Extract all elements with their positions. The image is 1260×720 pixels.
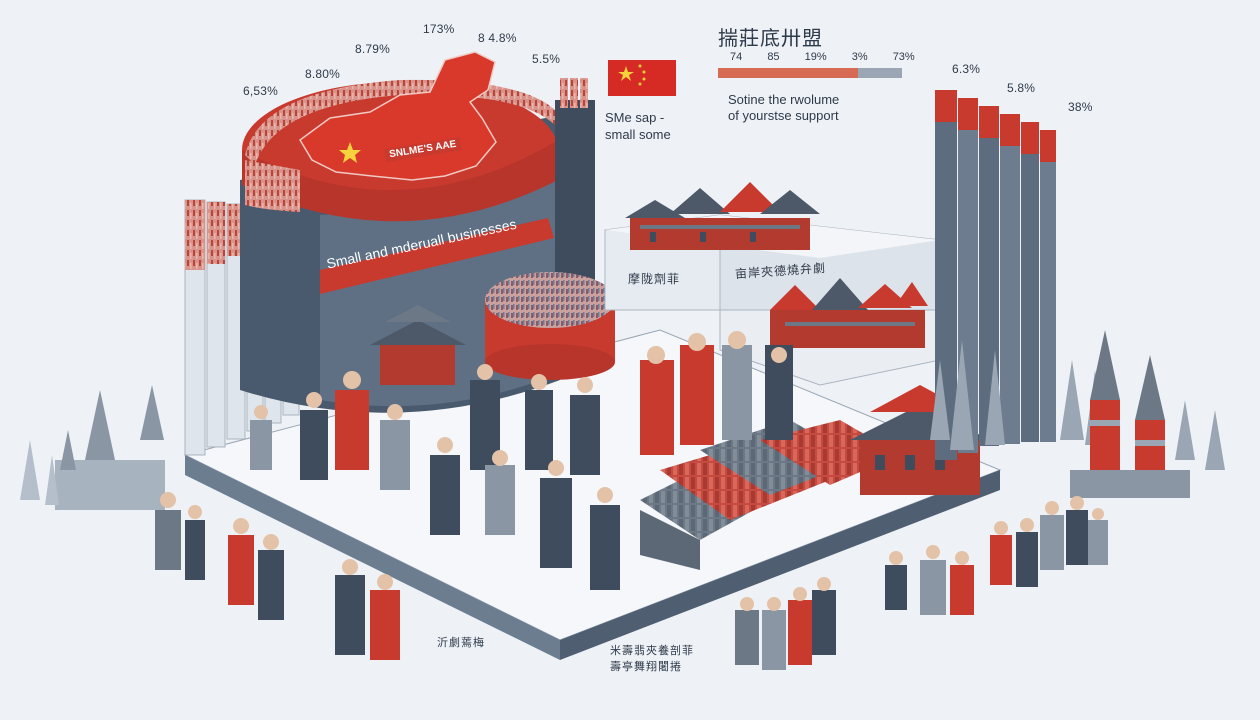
top-progress-bar: [718, 68, 902, 78]
crowd-cylinder: [485, 272, 615, 380]
bottom-label-2-line-1: 米壽翡夾養剖菲: [610, 645, 694, 657]
pavilion-left: [370, 305, 466, 385]
box-label-1: 摩陇劑菲: [628, 272, 681, 286]
top-scale-tick: 74: [730, 51, 743, 63]
right-bar-columns: [935, 90, 1056, 460]
map-percent-label-2: 8.80%: [305, 67, 341, 81]
top-caption-line-2: of yourstse support: [728, 108, 839, 123]
pagoda-cluster-right: [770, 278, 928, 348]
map-percent-label-4: 173%: [423, 22, 455, 36]
right-percent-label-2: 5.8%: [1007, 81, 1036, 95]
top-scale-tick: 85: [767, 51, 780, 63]
star-icon: [339, 142, 361, 163]
people-group-bottom-left: [155, 492, 400, 660]
sme-note-line-1: SMe sap -: [605, 110, 665, 125]
map-percent-label-1: 6,53%: [243, 84, 279, 98]
map-percent-label-3: 8.79%: [355, 42, 391, 56]
right-percent-label-1: 6.3%: [952, 62, 981, 76]
china-flag-icon: [608, 60, 676, 96]
pagoda-cluster-top: [625, 182, 820, 250]
people-group-center: [250, 331, 793, 590]
church-left: [20, 385, 165, 510]
cylinder-banner-shape: [320, 218, 554, 294]
top-scale: 74 85 19% 3% 73%: [730, 51, 915, 63]
bottom-label-2-line-2: 壽亭舞翔闍捲: [610, 661, 682, 673]
kremlin-towers: [1070, 330, 1190, 498]
right-percent-label-3: 38%: [1068, 100, 1093, 114]
map-percent-label-5: 8 4.8%: [478, 31, 517, 45]
people-group-bottom-right: [735, 496, 1108, 670]
top-title: 揣莊底卅盟: [718, 28, 823, 50]
bottom-label-1: 沂劇蔫梅: [437, 637, 485, 649]
top-scale-tick: 73%: [892, 51, 915, 63]
block-rows: [640, 420, 900, 570]
sme-note-line-2: small some: [605, 127, 671, 142]
top-caption-line-1: Sotine the rwolume: [728, 92, 840, 107]
top-scale-tick: 3%: [851, 51, 868, 63]
map-percent-label-6: 5.5%: [532, 52, 561, 66]
top-scale-tick: 19%: [804, 51, 827, 63]
